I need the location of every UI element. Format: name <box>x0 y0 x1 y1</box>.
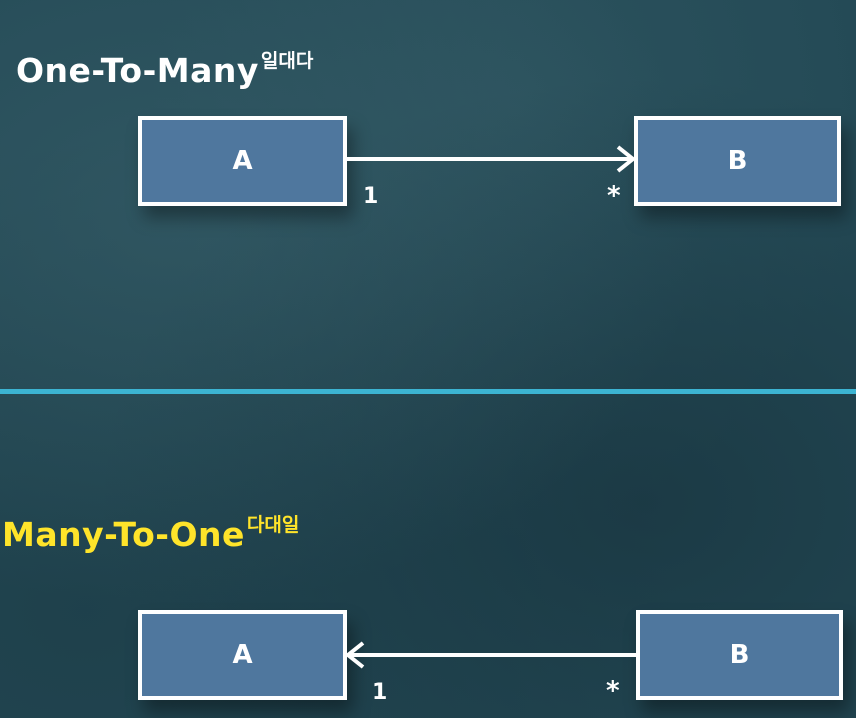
one-to-many-arrow <box>347 145 637 173</box>
entity-a-label: A <box>232 146 253 176</box>
many-to-one-title-text: Many-To-One <box>2 515 245 554</box>
one-to-many-title-korean: 일대다 <box>260 50 314 72</box>
entity-b-label: B <box>727 146 748 176</box>
section-divider <box>0 389 856 394</box>
entity-b-box: B <box>634 116 841 206</box>
many-to-one-arrow <box>344 641 636 669</box>
entity-b-box: B <box>636 610 843 700</box>
entity-a-box: A <box>138 610 347 700</box>
multiplicity-one-label: 1 <box>372 680 388 705</box>
multiplicity-many-label: * <box>606 676 620 706</box>
multiplicity-one-label: 1 <box>363 184 379 209</box>
entity-a-label: A <box>232 640 253 670</box>
entity-a-box: A <box>138 116 347 206</box>
many-to-one-title-korean: 다대일 <box>246 514 300 536</box>
entity-b-label: B <box>729 640 750 670</box>
one-to-many-title-text: One-To-Many <box>16 51 259 90</box>
multiplicity-many-label: * <box>607 181 621 211</box>
